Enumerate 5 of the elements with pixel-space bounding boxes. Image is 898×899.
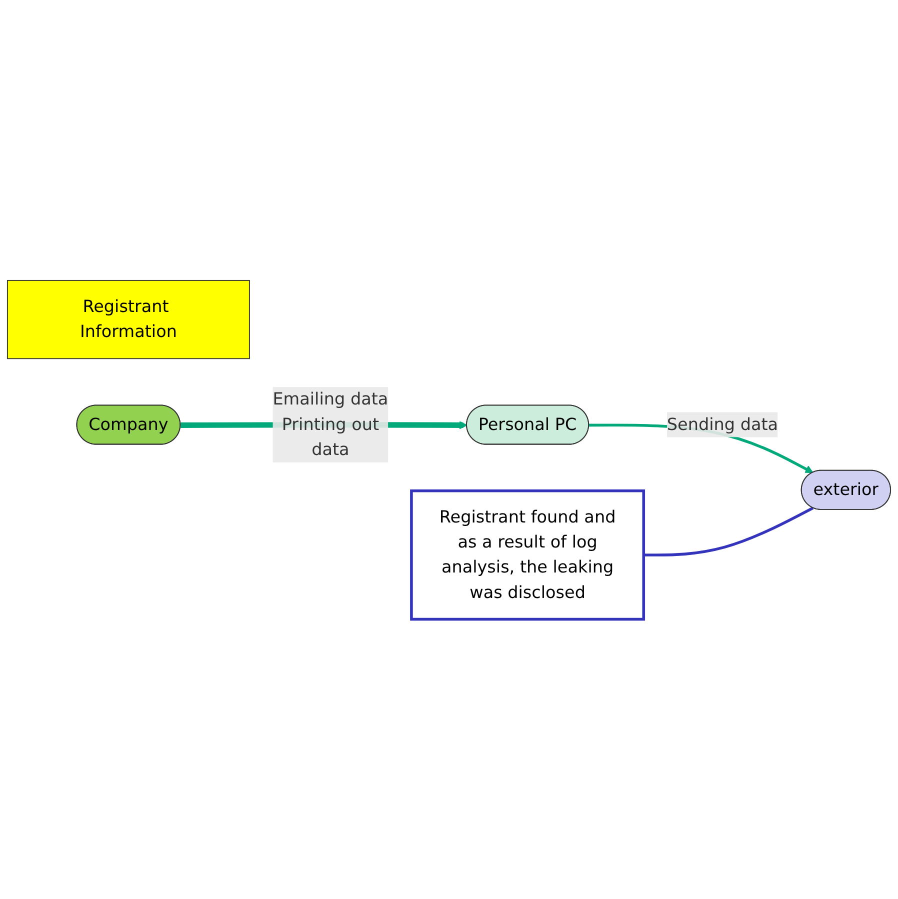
edge-label: Sending data bbox=[666, 414, 778, 434]
connector bbox=[644, 506, 814, 556]
edge-label: Emailing data Printing out data bbox=[272, 389, 388, 460]
node-box: Registrant found and as a result of log analysis, the leaking was disclosed bbox=[410, 489, 646, 620]
node-box: Registrant Information bbox=[6, 280, 250, 359]
